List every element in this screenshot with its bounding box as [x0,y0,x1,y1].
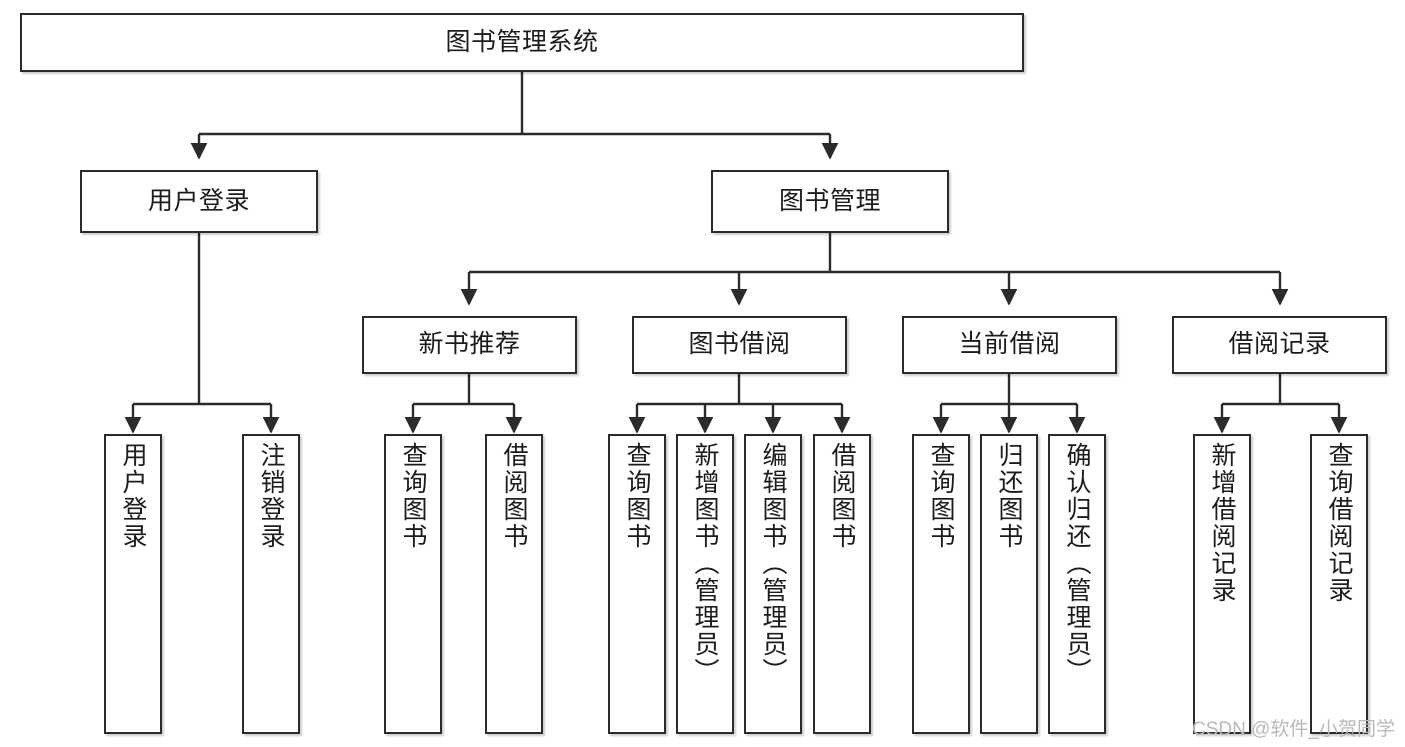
node-label: 图书管理 [778,186,881,215]
node-leaf-add-book-admin[interactable]: 新增图书（管理员） [676,434,734,734]
node-leaf-borrow-book-2[interactable]: 借阅图书 [813,434,871,734]
node-label: 图书管理系统 [445,27,599,56]
node-leaf-edit-book-admin[interactable]: 编辑图书（管理员） [744,434,802,734]
node-user-login[interactable]: 用户登录 [80,170,318,233]
node-label: 当前借阅 [958,330,1061,359]
node-label: 新书推荐 [418,330,521,359]
node-label: 借阅记录 [1228,330,1331,359]
node-leaf-query-book-3[interactable]: 查询图书 [912,434,970,734]
node-label: 查询图书 [399,442,427,550]
node-leaf-query-book-1[interactable]: 查询图书 [384,434,442,734]
node-root-book-management-system[interactable]: 图书管理系统 [20,13,1024,72]
node-label: 图书借阅 [688,330,791,359]
node-leaf-add-borrow-record[interactable]: 新增借阅记录 [1193,434,1251,734]
node-book-borrow[interactable]: 图书借阅 [632,316,847,374]
node-label: 查询借阅记录 [1325,442,1353,604]
node-label: 借阅图书 [828,442,856,550]
node-leaf-return-book[interactable]: 归还图书 [980,434,1038,734]
node-label: 新增图书（管理员） [691,442,719,685]
node-leaf-query-borrow-record[interactable]: 查询借阅记录 [1310,434,1368,734]
node-label: 借阅图书 [500,442,528,550]
node-label: 编辑图书（管理员） [759,442,787,685]
node-book-management[interactable]: 图书管理 [711,170,949,233]
watermark-text: CSDN @软件_小贺同学 [1192,719,1395,740]
node-label: 新增借阅记录 [1208,442,1236,604]
node-leaf-user-login[interactable]: 用户登录 [104,434,162,734]
node-label: 注销登录 [257,442,285,550]
node-new-book-recommend[interactable]: 新书推荐 [362,316,577,374]
node-current-borrow[interactable]: 当前借阅 [902,316,1117,374]
node-leaf-logout-login[interactable]: 注销登录 [242,434,300,734]
node-leaf-confirm-return-admin[interactable]: 确认归还（管理员） [1048,434,1106,734]
node-leaf-query-book-2[interactable]: 查询图书 [608,434,666,734]
node-borrow-record[interactable]: 借阅记录 [1172,316,1387,374]
node-label: 查询图书 [927,442,955,550]
node-label: 用户登录 [147,186,250,215]
node-label: 确认归还（管理员） [1063,442,1091,685]
node-leaf-borrow-book-1[interactable]: 借阅图书 [485,434,543,734]
node-label: 用户登录 [119,442,147,550]
node-label: 归还图书 [995,442,1023,550]
node-label: 查询图书 [623,442,651,550]
